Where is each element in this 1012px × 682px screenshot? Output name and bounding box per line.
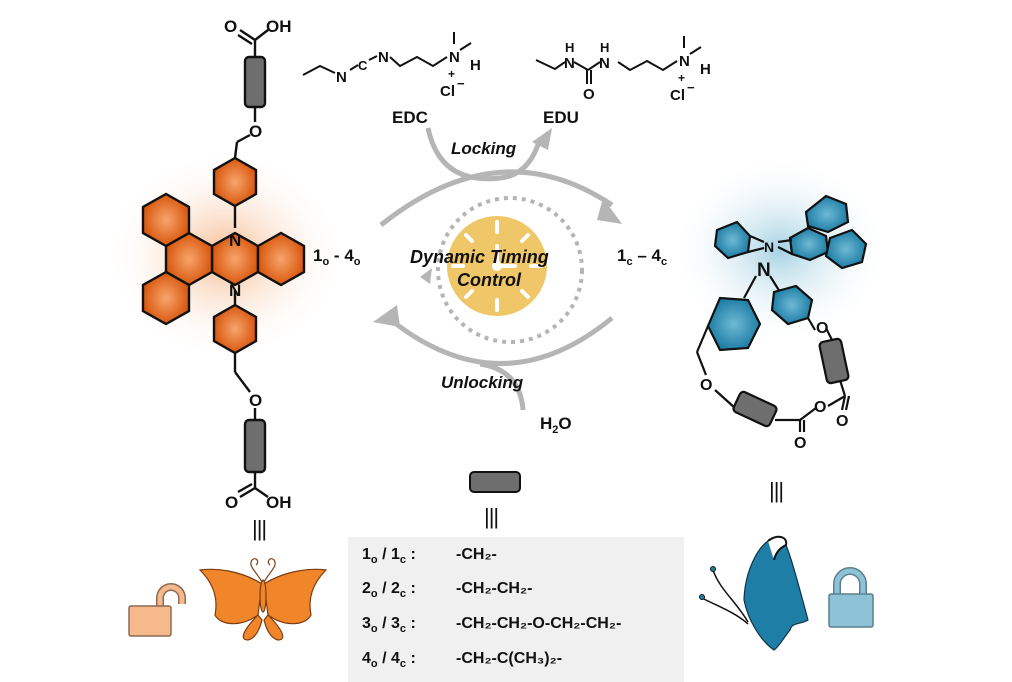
edc-structure	[302, 32, 472, 76]
open-range-label: 1o - 4o	[313, 246, 361, 268]
svg-text:Cl: Cl	[670, 87, 685, 104]
closed-molecule-atoms: N N O O O O O	[700, 239, 848, 452]
closed-molecule	[695, 194, 868, 432]
unlocking-arrowhead	[373, 305, 400, 327]
svg-text:N: N	[336, 69, 347, 86]
atom-label: N	[229, 231, 241, 250]
water-arrow	[479, 361, 526, 411]
svg-text:H: H	[470, 57, 481, 74]
svg-text:O: O	[816, 320, 828, 337]
locking-arrowhead	[597, 198, 622, 224]
svg-text:N: N	[449, 49, 460, 66]
edu-structure	[535, 36, 702, 84]
unlocked-padlock-icon	[128, 583, 186, 637]
locking-label: Locking	[451, 139, 517, 158]
linker-table: 1o / 1c :-CH₂- 2o / 2c :-CH₂-CH₂- 3o / 3…	[348, 537, 684, 682]
svg-text:O: O	[814, 399, 826, 416]
linker-row: 2o / 2c :-CH₂-CH₂-	[362, 580, 533, 600]
edu-arrowhead	[532, 128, 552, 150]
svg-text:−: −	[687, 80, 695, 95]
open-molecule	[141, 29, 306, 499]
svg-text:O: O	[700, 377, 712, 394]
locked-padlock-icon	[828, 567, 874, 628]
svg-text:N: N	[764, 239, 774, 255]
butterfly-open-icon	[198, 558, 328, 641]
equivalence-symbol-linker: |||	[484, 504, 499, 529]
center-title-line2: Control	[457, 270, 521, 290]
clock-icon	[447, 216, 547, 316]
svg-text:N: N	[564, 55, 575, 72]
equivalence-symbol-open: |||	[252, 516, 267, 541]
svg-text:O: O	[583, 86, 595, 103]
svg-text:O: O	[794, 435, 806, 452]
unlocking-label: Unlocking	[441, 373, 524, 392]
atom-label: O	[249, 391, 262, 410]
atom-label: O	[225, 493, 238, 512]
svg-text:+: +	[448, 67, 455, 81]
equivalence-symbol-closed: |||	[769, 478, 784, 503]
center-title-line1: Dynamic Timing	[410, 247, 549, 267]
cycle-arrows	[379, 127, 614, 411]
atom-label: OH	[266, 17, 292, 36]
svg-text:C: C	[358, 58, 368, 73]
edc-label: EDC	[392, 108, 428, 127]
edc-to-edu-arrow	[425, 127, 543, 182]
unlocking-arrow	[384, 314, 614, 366]
locking-arrow	[379, 169, 614, 227]
atom-label: OH	[266, 493, 292, 512]
butterfly-closed-icon	[699, 535, 809, 651]
svg-text:H: H	[565, 40, 574, 55]
svg-text:+: +	[678, 71, 685, 85]
linker-row: 1o / 1c :-CH₂-	[362, 546, 497, 566]
svg-text:H: H	[700, 61, 711, 78]
water-label: H2O	[540, 414, 572, 436]
svg-text:H: H	[600, 40, 609, 55]
dotted-ring-arrowhead	[420, 268, 432, 284]
svg-text:N: N	[679, 53, 690, 70]
linker-key-icon	[469, 471, 521, 493]
svg-text:N: N	[757, 260, 771, 281]
timing-dotted-ring	[436, 196, 584, 344]
atom-label: O	[249, 122, 262, 141]
linker-row: 4o / 4c :-CH₂-C(CH₃)₂-	[362, 650, 563, 670]
svg-text:N: N	[378, 49, 389, 66]
open-molecule-atoms: O OH O N N O O OH	[224, 17, 292, 512]
svg-text:O: O	[836, 413, 848, 430]
atom-label: O	[224, 17, 237, 36]
atom-label: N	[229, 281, 241, 300]
closed-range-label: 1c – 4c	[617, 246, 668, 268]
svg-text:Cl: Cl	[440, 83, 455, 100]
svg-text:−: −	[457, 76, 465, 91]
linker-row: 3o / 3c :-CH₂-CH₂-O-CH₂-CH₂-	[362, 615, 622, 635]
edu-label: EDU	[543, 108, 579, 127]
svg-text:N: N	[599, 55, 610, 72]
